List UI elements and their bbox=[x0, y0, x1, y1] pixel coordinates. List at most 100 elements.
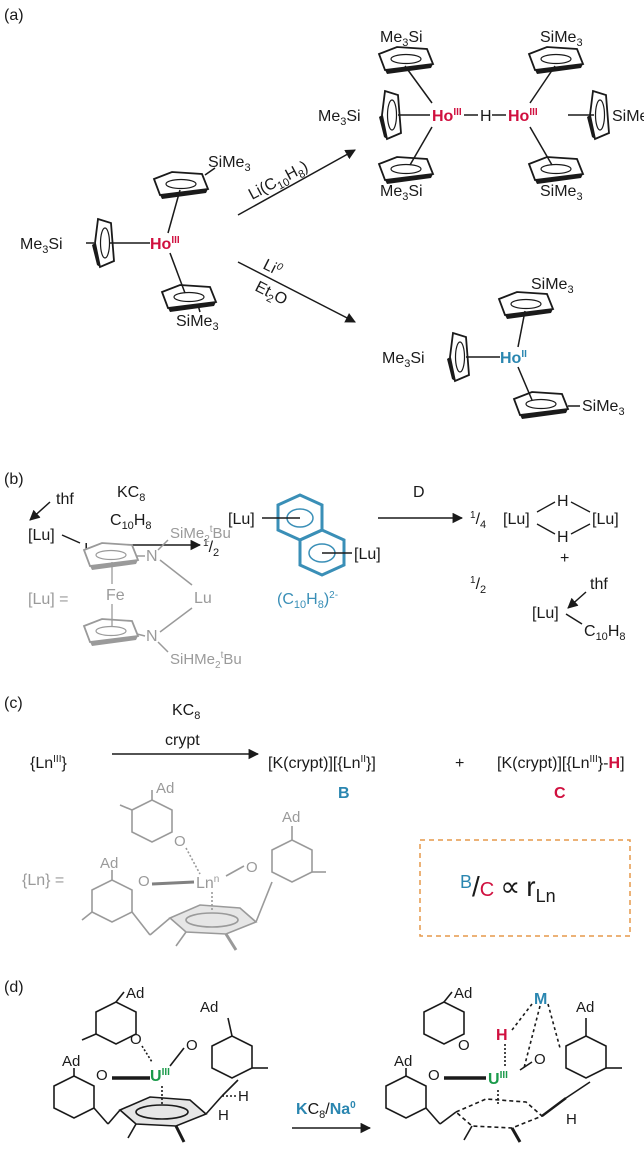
adamantyl: Ad bbox=[156, 780, 174, 797]
lu-center: Lu bbox=[194, 590, 212, 607]
label-b: B bbox=[338, 785, 350, 802]
u-iii-complex-right: Ad O Ad O Ad O H M UIII bbox=[385, 985, 622, 1143]
hydride-label: H bbox=[557, 493, 569, 510]
ho-iii-start-complex: SiMe3 SiMe3 Me3Si HoIII bbox=[20, 154, 251, 333]
tms-label: Me3Si bbox=[20, 236, 63, 256]
adamantyl: Ad bbox=[100, 855, 118, 872]
uranium-center: UIII bbox=[488, 1070, 508, 1088]
tms-label: SiMe3 bbox=[612, 108, 644, 128]
ratio-expression: B/C∝rLn bbox=[460, 871, 556, 906]
bridging-hydride: H bbox=[480, 108, 492, 125]
panel-b: (b) thf [Lu] I KC8 C10H8 1/2 [Lu] [Lu] (… bbox=[4, 471, 626, 671]
holmium-center-left: HoIII bbox=[432, 107, 462, 125]
reagent-crypt: crypt bbox=[165, 732, 200, 749]
tms-label: Me3Si bbox=[380, 29, 423, 49]
amide-n: N bbox=[146, 628, 158, 645]
lu-label: [Lu] bbox=[28, 527, 55, 544]
reagent-top: Li(C10H8) bbox=[246, 158, 312, 206]
oxygen: O bbox=[246, 859, 258, 876]
ln-ligand-definition: {Ln} = Ad O Ad O Ad O Lnn bbox=[22, 780, 326, 951]
quarter-coefficient: 1/4 bbox=[470, 510, 486, 531]
hydride-label: H bbox=[557, 529, 569, 546]
ho-ii-product: SiMe3 Me3Si SiMe3 HoII bbox=[382, 276, 625, 420]
reagent-kc8: KC8 bbox=[172, 702, 200, 722]
oxygen: O bbox=[186, 1037, 198, 1054]
hydrogen: H bbox=[238, 1088, 249, 1105]
tms-label: SiMe3 bbox=[540, 29, 583, 49]
reagent-kc8: KC8 bbox=[117, 484, 145, 504]
adamantyl: Ad bbox=[62, 1053, 80, 1070]
panel-d-label: (d) bbox=[4, 979, 24, 996]
metal-m: M bbox=[534, 991, 547, 1008]
naphthalene-dianion-label: (C10H8)2- bbox=[277, 590, 338, 611]
iron-center: Fe bbox=[106, 587, 125, 604]
lu-label: [Lu] bbox=[503, 511, 530, 528]
lu-label: [Lu] bbox=[354, 546, 381, 563]
reagent-bottom-1: Li0 bbox=[260, 256, 285, 280]
half-coefficient: 1/2 bbox=[203, 538, 219, 559]
oxygen: O bbox=[96, 1067, 108, 1084]
product-c: [K(crypt)][{LnIII}-H] bbox=[497, 754, 625, 772]
plus-sign: + bbox=[455, 755, 464, 772]
u-iii-complex-left: Ad O Ad O Ad O UIII H H bbox=[53, 985, 268, 1143]
ln-def-label: {Ln} = bbox=[22, 872, 64, 889]
panel-c: (c) KC8 crypt {LnIII} [K(crypt)][{LnII}]… bbox=[4, 695, 631, 951]
adamantyl: Ad bbox=[126, 985, 144, 1002]
tms-label: Me3Si bbox=[380, 183, 423, 203]
oxygen: O bbox=[428, 1067, 440, 1084]
panel-b-label: (b) bbox=[4, 471, 24, 488]
panel-a: (a) SiMe3 SiMe3 Me3Si HoIII Li(C10H8) Li… bbox=[4, 7, 644, 420]
lu-naphthalene-complex: [Lu] [Lu] (C10H8)2- bbox=[228, 493, 381, 611]
reaction-arrow-bottom bbox=[237, 261, 356, 323]
ho-hydride-dimer: Me3Si SiMe3 Me3Si SiMe3 Me3Si SiMe3 HoII… bbox=[318, 29, 644, 203]
plus-sign: + bbox=[560, 550, 569, 567]
lu-def-label: [Lu] = bbox=[28, 591, 68, 608]
adamantyl: Ad bbox=[282, 809, 300, 826]
ratio-box: B/C∝rLn bbox=[419, 839, 631, 937]
lu-label: [Lu] bbox=[592, 511, 619, 528]
panel-a-label: (a) bbox=[4, 7, 24, 24]
adamantyl: Ad bbox=[576, 999, 594, 1016]
holmium-center: HoIII bbox=[150, 235, 180, 253]
silyl-group-1: SiMe2tBu bbox=[170, 524, 231, 545]
half-coefficient-2: 1/2 bbox=[470, 575, 486, 596]
tms-label: Me3Si bbox=[382, 350, 425, 370]
d-label: D bbox=[413, 484, 425, 501]
oxygen: O bbox=[174, 833, 186, 850]
tms-label: SiMe3 bbox=[540, 183, 583, 203]
oxygen: O bbox=[534, 1051, 546, 1068]
adamantyl: Ad bbox=[394, 1053, 412, 1070]
product-b: [K(crypt)][{LnII}] bbox=[268, 754, 376, 772]
panel-d: (d) Ad O Ad O Ad O UIII bbox=[4, 979, 622, 1143]
reagent-naphthalene: C10H8 bbox=[110, 512, 152, 532]
uranium-center: UIII bbox=[150, 1067, 170, 1085]
tms-label: SiMe3 bbox=[582, 398, 625, 418]
lu-label: [Lu] bbox=[228, 511, 255, 528]
lu-naphthyl-thf: thf [Lu] C10H8 bbox=[532, 576, 626, 643]
holmium-center-right: HoIII bbox=[508, 107, 538, 125]
starting-ln-iii: {LnIII} bbox=[30, 754, 67, 772]
tms-label: Me3Si bbox=[318, 108, 361, 128]
tms-label: SiMe3 bbox=[208, 154, 251, 174]
oxygen: O bbox=[130, 1031, 142, 1048]
hydrogen: H bbox=[218, 1107, 229, 1124]
adamantyl: Ad bbox=[454, 985, 472, 1002]
reagent-d: KC8/Na0 bbox=[296, 1100, 356, 1121]
tms-label: SiMe3 bbox=[531, 276, 574, 296]
lu-label: [Lu] bbox=[532, 605, 559, 622]
oxygen: O bbox=[138, 873, 150, 890]
thf-label: thf bbox=[590, 576, 608, 593]
panel-c-label: (c) bbox=[4, 695, 23, 712]
lu-ligand-definition: [Lu] = Fe N N Lu SiMe2tBu SiHMe2tBu bbox=[28, 524, 242, 671]
label-c: C bbox=[554, 785, 566, 802]
lu-dihydride-dimer: [Lu] [Lu] H H bbox=[503, 493, 619, 546]
holmium-ii-center: HoII bbox=[500, 349, 527, 367]
oxygen: O bbox=[458, 1037, 470, 1054]
reagent-bottom-2: Et2O bbox=[251, 278, 290, 311]
amide-n: N bbox=[146, 548, 158, 565]
hydrogen: H bbox=[566, 1111, 577, 1128]
reaction-arrow-top bbox=[237, 149, 356, 216]
tms-label: SiMe3 bbox=[176, 313, 219, 333]
silyl-group-2: SiHMe2tBu bbox=[170, 650, 242, 671]
